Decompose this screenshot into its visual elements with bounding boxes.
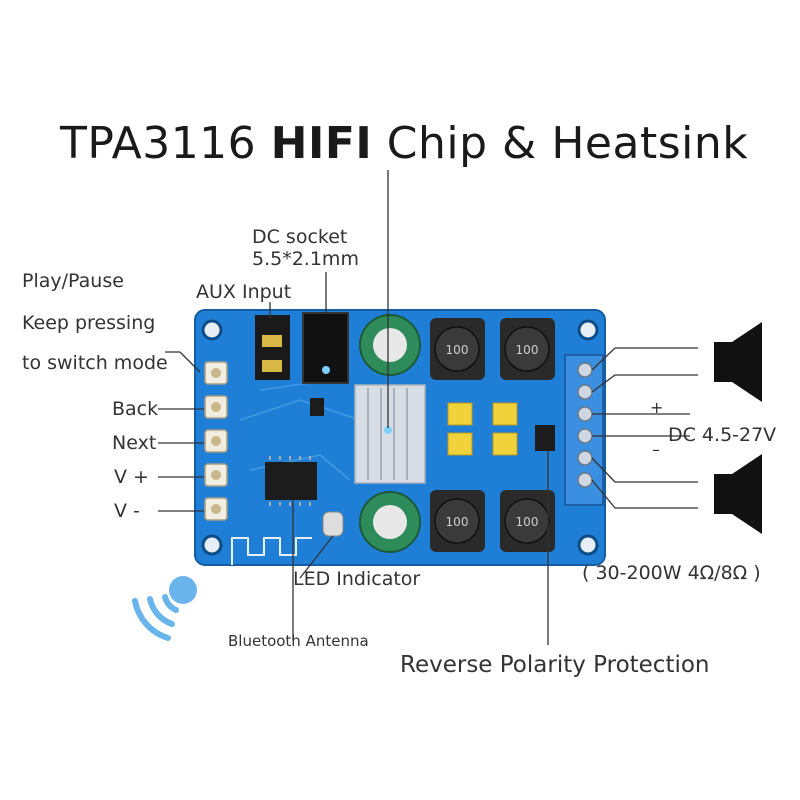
plus-label: + bbox=[650, 398, 664, 417]
reverse-polarity-label: Reverse Polarity Protection bbox=[400, 652, 710, 678]
speaker-icon bbox=[714, 322, 762, 402]
capacitors bbox=[359, 314, 421, 553]
mounting-holes bbox=[201, 319, 599, 556]
inductor-label: 100 bbox=[446, 515, 469, 529]
inductor-label: 100 bbox=[446, 343, 469, 357]
play-pause-label: Play/Pause bbox=[22, 270, 124, 292]
bluetooth-antenna-trace bbox=[231, 537, 312, 565]
minus-label: – bbox=[652, 440, 660, 459]
led-indicator-label: LED Indicator bbox=[293, 568, 421, 590]
film-capacitors bbox=[447, 402, 518, 456]
ic-chip bbox=[265, 456, 317, 506]
page-title: TPA3116 HIFI Chip & Heatsink bbox=[60, 118, 749, 169]
aux-input-label: AUX Input bbox=[196, 281, 292, 303]
inductors bbox=[430, 318, 555, 552]
aux-jack bbox=[255, 315, 290, 380]
back-label: Back bbox=[112, 398, 159, 420]
speaker-icon bbox=[714, 454, 762, 534]
dc-range-label: DC 4.5-27V bbox=[668, 424, 777, 446]
control-buttons bbox=[204, 361, 228, 521]
heatsink bbox=[354, 384, 426, 484]
led-indicator-component bbox=[322, 511, 344, 537]
volume-up-label: V + bbox=[114, 466, 149, 488]
inductor-label: 100 bbox=[516, 515, 539, 529]
inductor-label: 100 bbox=[516, 343, 539, 357]
wireless-signal-icon bbox=[132, 576, 197, 641]
switch-mode-label: to switch mode bbox=[22, 352, 168, 374]
dc-socket-size-label: 5.5*2.1mm bbox=[252, 248, 359, 270]
volume-down-label: V - bbox=[114, 500, 140, 522]
power-spec-label: ( 30-200W 4Ω/8Ω ) bbox=[582, 562, 761, 584]
keep-pressing-label: Keep pressing bbox=[22, 312, 156, 334]
next-label: Next bbox=[112, 432, 157, 454]
bluetooth-antenna-label: Bluetooth Antenna bbox=[228, 632, 369, 650]
terminal-block bbox=[564, 354, 604, 506]
dc-socket-label: DC socket bbox=[252, 226, 348, 248]
